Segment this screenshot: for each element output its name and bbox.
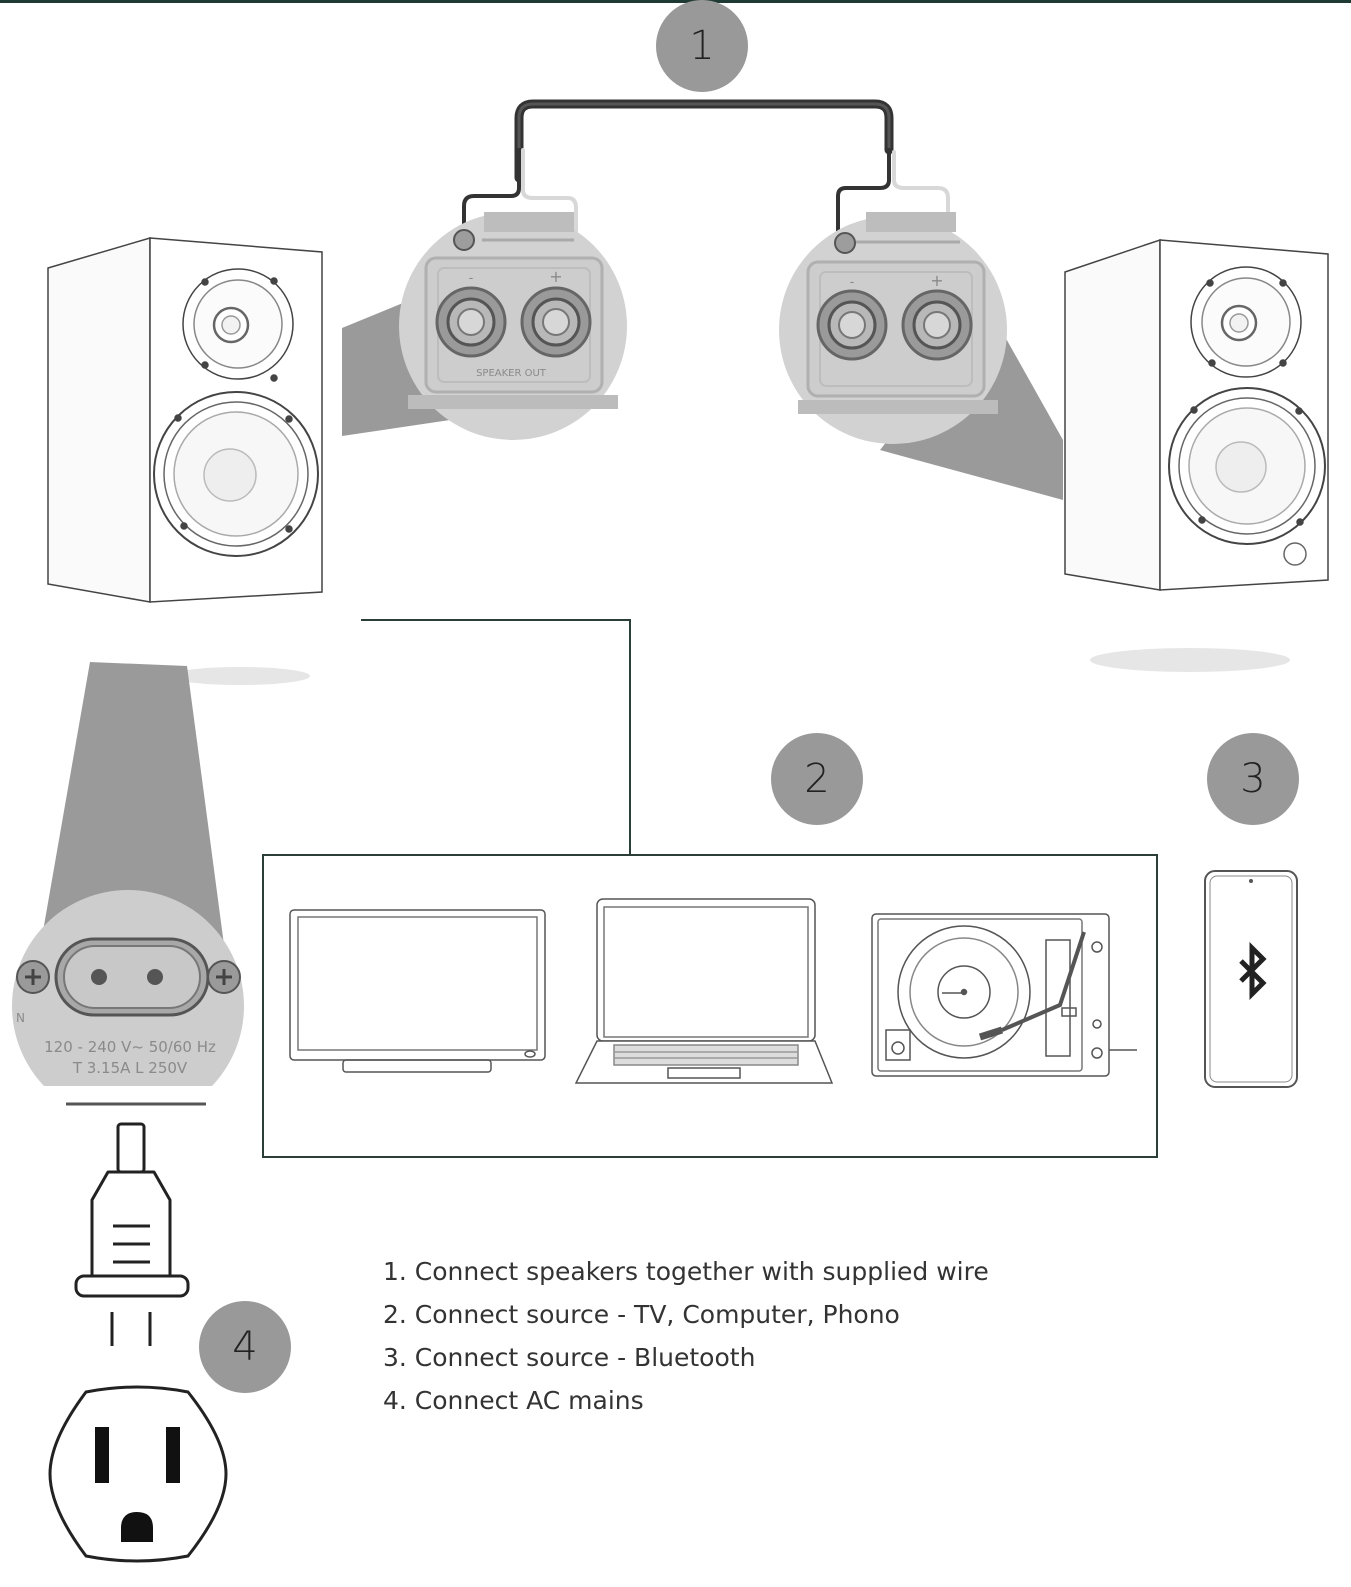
right-terminal-zoom: - + (779, 212, 1007, 444)
bluetooth-phone-icon (1204, 870, 1298, 1088)
power-plug-icon (74, 1122, 190, 1346)
source-connector-line (361, 619, 631, 855)
speaker-cable (462, 99, 950, 242)
power-edge-label: N (16, 1011, 25, 1025)
power-inlet-zoom: 120 - 240 V~ 50/60 Hz T 3.15A L 250V N (12, 890, 244, 1122)
instruction-item: 3. Connect source - Bluetooth (383, 1343, 756, 1372)
instruction-item: 2. Connect source - TV, Computer, Phono (383, 1300, 900, 1329)
speaker-out-label: SPEAKER OUT (476, 368, 547, 379)
step-badge-1: 1 (656, 0, 748, 92)
power-zoom-beam (38, 662, 226, 960)
instruction-list: 1. Connect speakers together with suppli… (383, 1250, 989, 1422)
power-rating-line1: 120 - 240 V~ 50/60 Hz (44, 1038, 216, 1056)
top-rule (0, 0, 1351, 3)
left-speaker (47, 236, 323, 603)
step-badge-4: 4 (199, 1301, 291, 1393)
wall-outlet-icon (48, 1385, 228, 1563)
left-plus-label: + (549, 267, 562, 286)
instruction-item: 4. Connect AC mains (383, 1386, 644, 1415)
laptop-icon (574, 898, 834, 1084)
right-plus-label: + (930, 271, 943, 290)
bluetooth-icon (1239, 941, 1267, 1001)
power-rating-line2: T 3.15A L 250V (72, 1059, 188, 1077)
left-minus-label: - (469, 271, 474, 286)
step-badge-3: 3 (1207, 733, 1299, 825)
right-speaker-shadow (1090, 648, 1290, 672)
step-badge-2: 2 (771, 733, 863, 825)
left-terminal-zoom: - + SPEAKER OUT (399, 212, 627, 440)
left-speaker-shadow (170, 667, 310, 685)
right-minus-label: - (850, 275, 855, 290)
right-speaker (1064, 238, 1329, 591)
turntable-icon (871, 913, 1137, 1077)
tv-icon (289, 909, 546, 1073)
source-frame (262, 854, 1158, 1158)
instruction-item: 1. Connect speakers together with suppli… (383, 1257, 989, 1286)
